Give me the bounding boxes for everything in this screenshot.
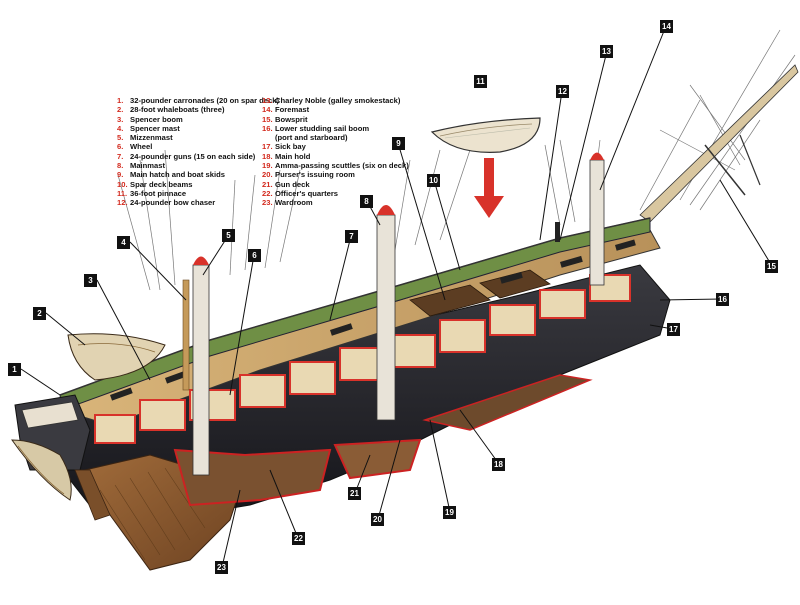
callout-22: 22	[292, 532, 305, 545]
legend-column-left: 1.32-pounder carronades (20 on spar deck…	[117, 96, 279, 208]
bowsprit	[639, 64, 799, 223]
legend-item: 5.Mizzenmast	[117, 133, 173, 143]
galley-stack	[555, 222, 560, 242]
side-whaleboat	[67, 333, 166, 381]
legend-item: 22.Officer's quarters	[262, 188, 339, 198]
legend-item: 15.Bowsprit	[262, 114, 308, 124]
callout-16: 16	[716, 293, 729, 306]
legend-item: 6.Wheel	[117, 142, 153, 152]
callout-18: 18	[492, 458, 505, 471]
callout-1: 1	[8, 363, 21, 376]
legend-column-right: 13.Charley Noble (galley smokestack) 14.…	[262, 96, 409, 208]
legend-item: 23.Wardroom	[262, 198, 313, 208]
legend-item: 14.Foremast	[262, 105, 310, 115]
legend-item: 16.Lower studding sail boom	[262, 123, 370, 133]
legend-item: 20.Purser's issuing room	[262, 170, 355, 180]
legend-item: 3.Spencer boom	[117, 114, 183, 124]
deck-compartments	[94, 274, 631, 444]
legend-item: 7.24-pounder guns (15 on each side)	[117, 151, 256, 161]
callout-7: 7	[345, 230, 358, 243]
legend-item: 12.24-pounder bow chaser	[117, 198, 216, 208]
masts	[182, 152, 605, 476]
callout-12: 12	[556, 85, 569, 98]
legend-item: 4.Spencer mast	[117, 123, 180, 133]
pinnace	[430, 117, 541, 153]
legend-item: 1.32-pounder carronades (20 on spar deck…	[117, 96, 279, 105]
lower-hull-cutaways	[173, 374, 593, 507]
legend-item: 9.Main hatch and boat skids	[117, 170, 225, 180]
stern-whaleboat	[11, 439, 72, 501]
legend-item: 11.36-foot pinnace	[117, 188, 187, 198]
hull-planks	[99, 467, 206, 561]
legend-item: 8.Mainmast	[117, 161, 166, 171]
callout-23: 23	[215, 561, 228, 574]
callout-10: 10	[427, 174, 440, 187]
callout-21: 21	[348, 487, 361, 500]
legend-item: (port and starboard)	[275, 133, 348, 143]
callout-17: 17	[667, 323, 680, 336]
legend-item: 18.Main hold	[262, 151, 311, 161]
callout-19: 19	[443, 506, 456, 519]
legend-item: 21.Gun deck	[262, 179, 310, 189]
mainmast	[376, 214, 396, 421]
legend-item: 17.Sick bay	[262, 142, 306, 152]
foremast	[589, 159, 605, 286]
legend-item: 19.Amma-passing scuttles (six on deck)	[262, 161, 409, 171]
legend-item: 13.Charley Noble (galley smokestack)	[262, 96, 401, 105]
lift-arrow	[474, 158, 504, 218]
callout-15: 15	[765, 260, 778, 273]
callout-13: 13	[600, 45, 613, 58]
mizzenmast	[192, 264, 210, 476]
legend-item: 10.Spar deck beams	[117, 179, 193, 189]
callout-5: 5	[222, 229, 235, 242]
callout-6: 6	[248, 249, 261, 262]
callout-2: 2	[33, 307, 46, 320]
callout-8: 8	[360, 195, 373, 208]
callout-20: 20	[371, 513, 384, 526]
stern-post	[74, 469, 111, 521]
deck-guns	[109, 239, 636, 401]
legend-item: 2.28-foot whaleboats (three)	[117, 105, 225, 115]
callout-4: 4	[117, 236, 130, 249]
callout-14: 14	[660, 20, 673, 33]
callout-9: 9	[392, 137, 405, 150]
callout-3: 3	[84, 274, 97, 287]
spencer-mast	[182, 279, 190, 391]
callout-11: 11	[474, 75, 487, 88]
